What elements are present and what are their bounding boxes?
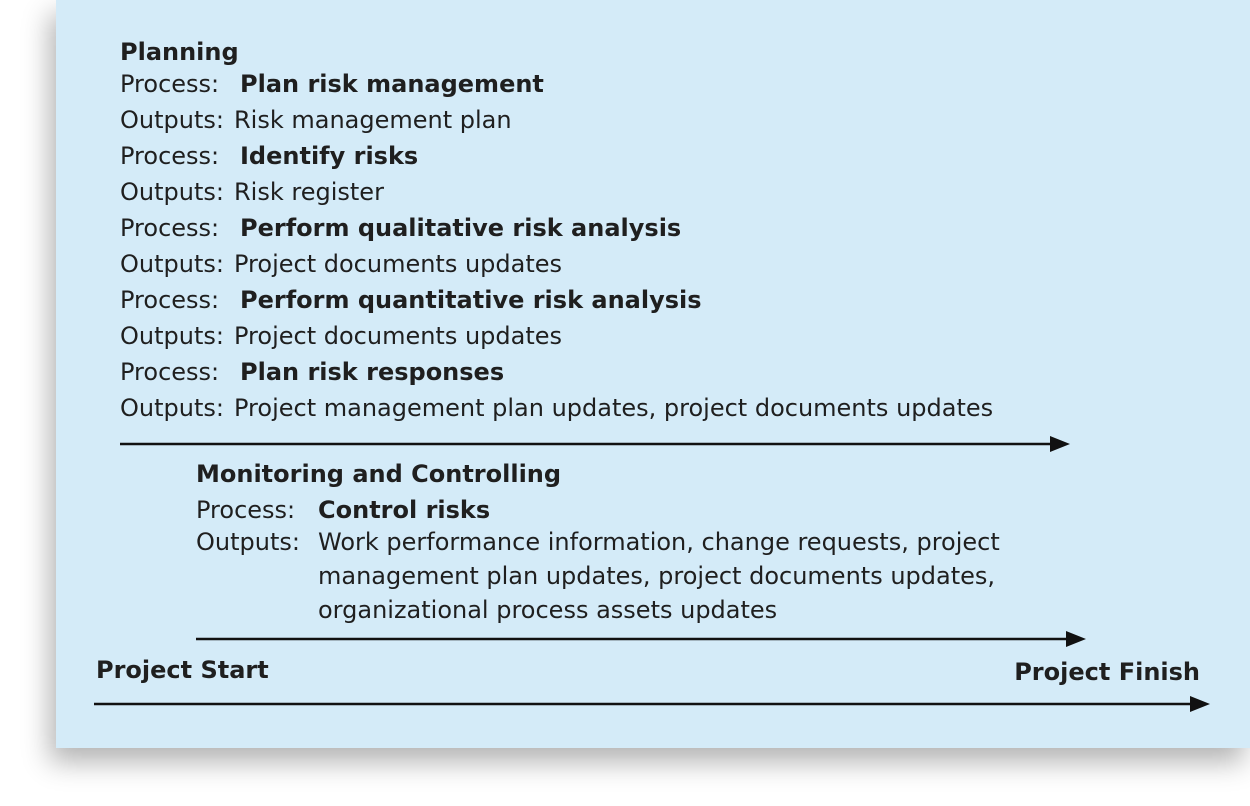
monitoring-outputs-line: management plan updates, project documen… — [318, 562, 996, 590]
monitoring-title: Monitoring and Controlling — [196, 460, 562, 488]
diagram-panel: Planning Process: Plan risk management O… — [56, 0, 1250, 748]
planning-row-value: Perform qualitative risk analysis — [240, 214, 682, 242]
monitoring-outputs-line: organizational process assets updates — [318, 596, 778, 624]
project-start-label: Project Start — [96, 656, 269, 684]
planning-row-value: Project management plan updates, project… — [234, 394, 994, 422]
planning-row-label: Process: — [120, 286, 220, 314]
monitoring-process-label: Process: — [196, 496, 296, 524]
project-finish-label: Project Finish — [1014, 658, 1200, 686]
planning-row-value: Project documents updates — [234, 322, 563, 350]
planning-row-value: Identify risks — [240, 142, 419, 170]
monitoring-outputs-label: Outputs: — [196, 528, 300, 556]
planning-row-value: Risk management plan — [234, 106, 512, 134]
planning-row-label: Outputs: — [120, 178, 224, 206]
planning-row-value: Plan risk responses — [240, 358, 505, 386]
planning-row-label: Outputs: — [120, 250, 224, 278]
planning-row-value: Project documents updates — [234, 250, 563, 278]
planning-row-value: Risk register — [234, 178, 384, 206]
planning-row-value: Perform quantitative risk analysis — [240, 286, 702, 314]
planning-row-label: Outputs: — [120, 394, 224, 422]
planning-arrow — [120, 436, 1070, 452]
timeline-arrow — [94, 696, 1210, 712]
planning-row-value: Plan risk management — [240, 70, 544, 98]
planning-row-label: Outputs: — [120, 322, 224, 350]
planning-row-label: Process: — [120, 214, 220, 242]
planning-row-label: Outputs: — [120, 106, 224, 134]
planning-row-label: Process: — [120, 358, 220, 386]
monitoring-process-value: Control risks — [318, 496, 491, 524]
monitoring-arrow — [196, 631, 1086, 647]
planning-row-label: Process: — [120, 142, 220, 170]
planning-row-label: Process: — [120, 70, 220, 98]
planning-title: Planning — [120, 38, 239, 66]
monitoring-outputs-line: Work performance information, change req… — [318, 528, 1000, 556]
